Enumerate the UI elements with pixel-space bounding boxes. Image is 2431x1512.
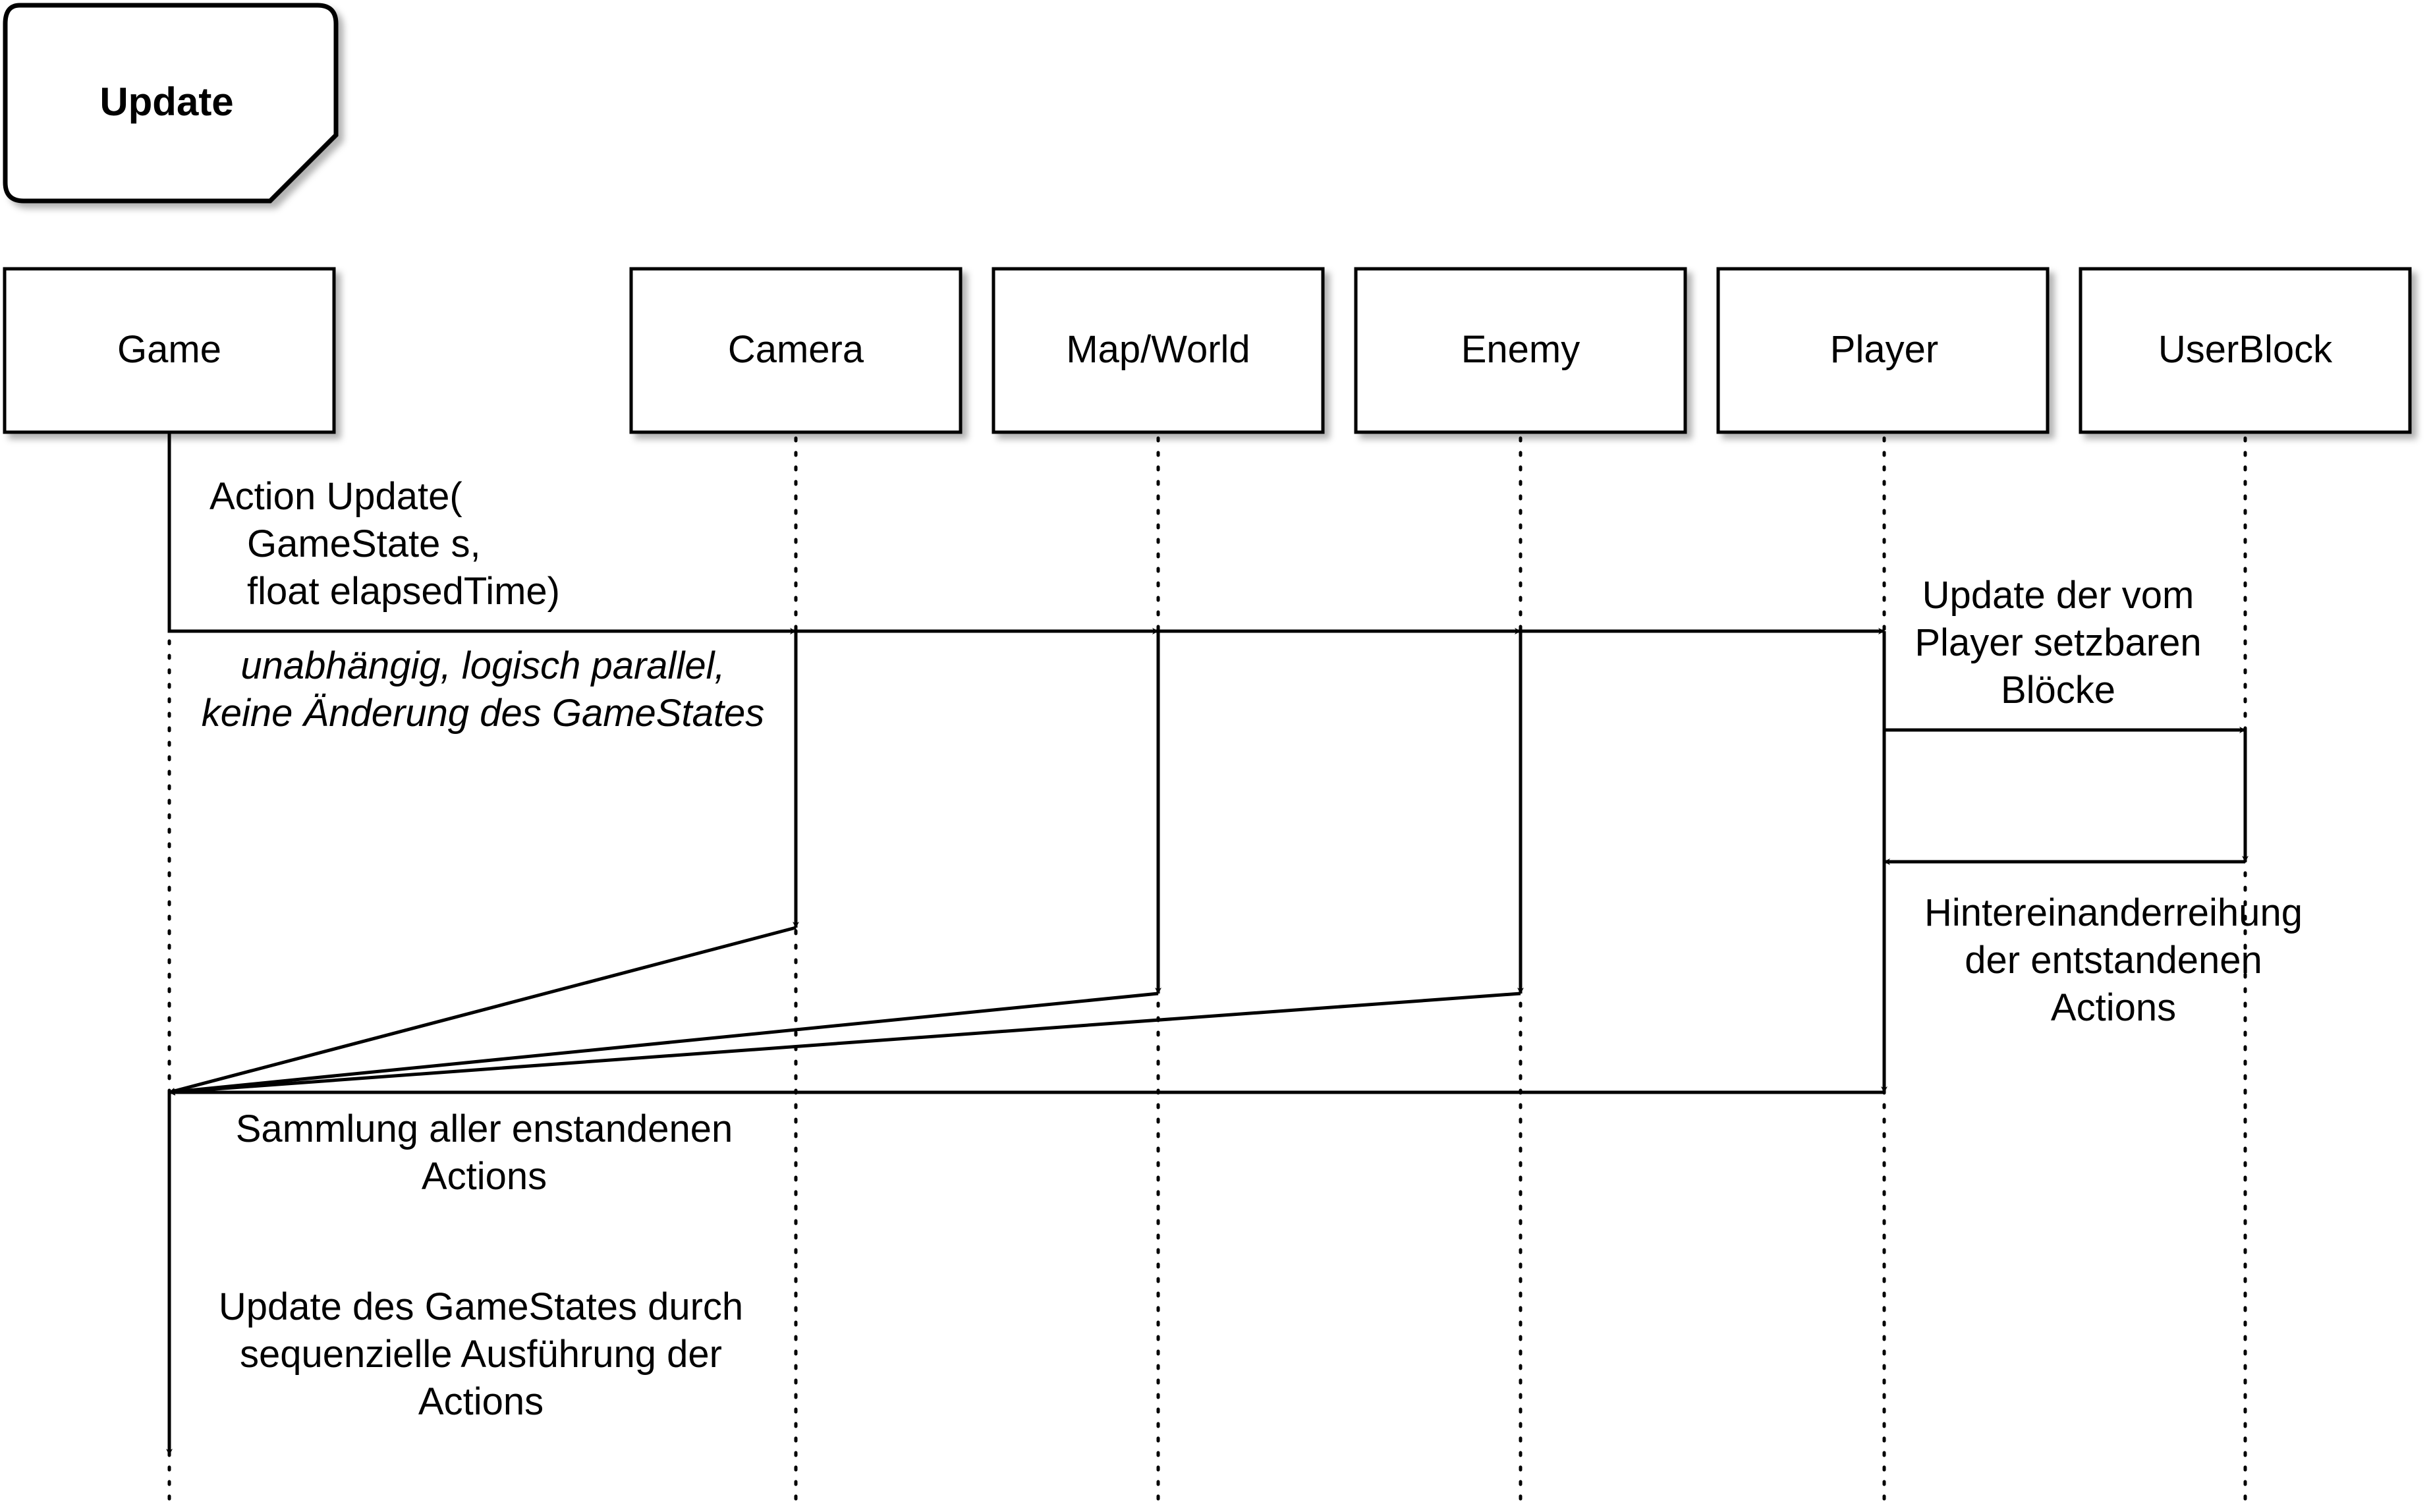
note-line: Actions — [418, 1380, 544, 1423]
note-line: Hintereinanderreihung — [1924, 891, 2303, 934]
note-line: Actions — [422, 1155, 547, 1198]
camera-return-arrow — [169, 926, 796, 1094]
action-update-arrow — [167, 434, 796, 634]
note-line: Actions — [2051, 986, 2176, 1029]
participant-box — [992, 267, 1325, 434]
note-line: Update der vom — [1922, 574, 2194, 617]
note-line: Player setzbaren — [1914, 621, 2201, 664]
note-line: GameState s, — [247, 522, 481, 565]
participant-player: Player — [1716, 267, 2050, 434]
mapworld-return-arrow — [169, 992, 1159, 1096]
note-player-update: Update der vom Player setzbaren Blöcke — [1914, 574, 2201, 712]
note-sequencing: Hintereinanderreihung der entstandenen A… — [1924, 891, 2303, 1029]
participant-mapworld: Map/World — [992, 267, 1325, 434]
participant-label: Game — [117, 328, 221, 371]
note-line: der entstandenen — [1965, 939, 2262, 982]
note-line: Update des GameStates durch — [219, 1285, 743, 1328]
frame: Update — [3, 3, 339, 204]
note-line: Blöcke — [2001, 669, 2115, 712]
messages — [166, 434, 2249, 1455]
frame-box — [3, 3, 339, 204]
frame-title: Update — [99, 80, 233, 124]
note-line: unabhängig, logisch parallel, — [240, 644, 725, 687]
note-gamestate-update: Update des GameStates durch sequenzielle… — [219, 1285, 743, 1423]
participant-box — [3, 267, 336, 434]
note-line: keine Änderung des GameStates — [202, 692, 764, 735]
note-line: float elapsedTime) — [247, 570, 560, 613]
participant-camera: Camera — [629, 267, 963, 434]
note-parallel: unabhängig, logisch parallel, keine Ände… — [202, 644, 764, 735]
participant-label: Map/World — [1066, 328, 1250, 371]
participant-box — [629, 267, 963, 434]
participant-enemy: Enemy — [1354, 267, 1687, 434]
participant-label: Player — [1830, 328, 1938, 371]
note-line: sequenzielle Ausführung der — [240, 1333, 722, 1376]
note-action-update: Action Update( GameState s, float elapse… — [210, 475, 560, 613]
participant-box — [2079, 267, 2412, 434]
enemy-return-arrow — [169, 992, 1521, 1096]
participant-box — [1354, 267, 1687, 434]
note-line: Action Update( — [210, 475, 462, 518]
participant-game: Game — [3, 267, 336, 434]
participant-label: UserBlock — [2158, 328, 2333, 371]
note-collection: Sammlung aller enstandenen Actions — [236, 1107, 733, 1198]
note-line: Sammlung aller enstandenen — [236, 1107, 733, 1150]
participant-label: Enemy — [1461, 328, 1580, 371]
participant-box — [1716, 267, 2050, 434]
participant-label: Camera — [728, 328, 864, 371]
participant-userblock: UserBlock — [2079, 267, 2412, 434]
